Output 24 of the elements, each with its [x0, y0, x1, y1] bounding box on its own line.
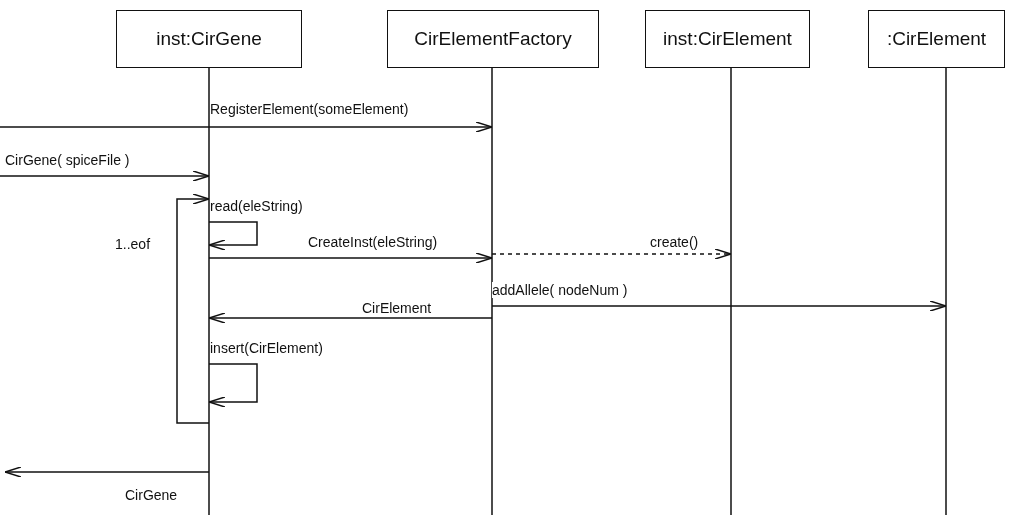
message-arrow: [208, 363, 258, 408]
message-label: RegisterElement(someElement): [210, 101, 409, 117]
message-arrow: [0, 170, 210, 182]
object-box: inst:CirElement: [645, 10, 810, 68]
message-arrow: [4, 466, 210, 478]
message-arrow: [176, 193, 210, 424]
object-box: inst:CirGene: [116, 10, 302, 68]
message-label: CirGene( spiceFile ): [5, 152, 130, 168]
message-arrow: [0, 121, 493, 133]
message-label: CirElement: [362, 300, 432, 316]
message-arrow: [208, 252, 493, 264]
object-box: CirElementFactory: [387, 10, 599, 68]
message-arrow: [491, 300, 947, 312]
message-label: create(): [650, 234, 699, 250]
message-arrow: [208, 221, 258, 251]
message-arrow: [208, 312, 493, 324]
message-label: CirGene: [125, 487, 178, 503]
object-box: :CirElement: [868, 10, 1005, 68]
message-arrow: [491, 248, 732, 260]
message-label: insert(CirElement): [210, 340, 323, 356]
message-label: CreateInst(eleString): [308, 234, 438, 250]
message-label: addAllele( nodeNum ): [492, 282, 628, 298]
message-label: read(eleString): [210, 198, 303, 214]
loop-label: 1..eof: [115, 236, 151, 252]
